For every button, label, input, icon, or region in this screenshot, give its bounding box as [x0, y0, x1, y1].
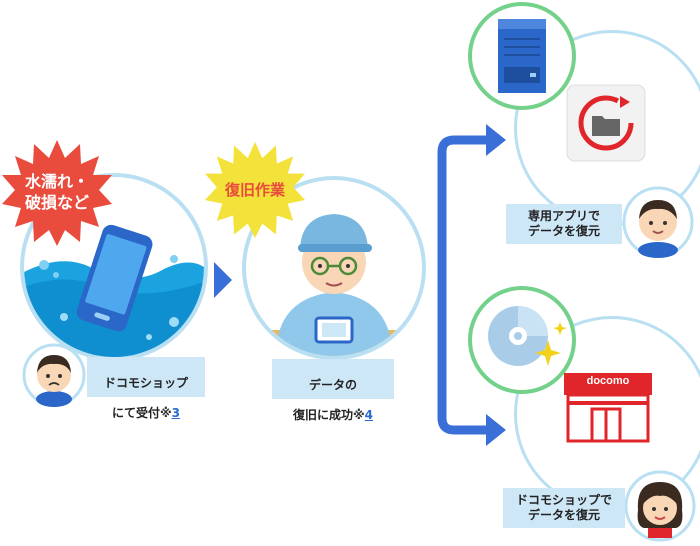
damage-badge-text: 水濡れ・ 破損など	[24, 172, 89, 212]
damage-label-line2-wrap: にて受付※3	[87, 406, 205, 421]
repair-label-line1: データの	[308, 378, 357, 392]
cd-disc-icon	[488, 306, 567, 366]
damage-label-line2: にて受付	[111, 406, 160, 420]
repair-circle	[242, 176, 426, 360]
damage-label: ドコモショップ にて受付※3	[87, 357, 205, 420]
repair-label-line2: 復旧に成功	[292, 408, 353, 422]
repair-label: データの 復旧に成功※4	[272, 359, 394, 422]
user-face-icon	[622, 186, 694, 258]
repair-badge-text: 復旧作業	[224, 181, 285, 199]
step-arrow	[214, 262, 232, 298]
damage-label-line1: ドコモショップ	[103, 376, 188, 390]
damage-note-mark: ※	[159, 406, 172, 420]
repair-burst-badge	[205, 141, 305, 239]
sad-face-icon	[22, 343, 86, 407]
smartphone-icon	[76, 224, 153, 332]
server-icon	[498, 19, 546, 93]
shop-restore-label: ドコモショップで データを復元	[503, 488, 625, 528]
branch-arrow	[437, 124, 506, 446]
damage-burst-badge	[2, 140, 112, 246]
restore-folder-app-icon[interactable]	[566, 84, 646, 162]
staff-face-icon	[624, 470, 696, 542]
docomo-shop-icon	[564, 373, 652, 443]
repair-label-line2-wrap: 復旧に成功※4	[272, 408, 394, 423]
app-restore-label: 専用アプリで データを復元	[506, 204, 622, 244]
damage-note-link[interactable]: 3	[171, 406, 181, 420]
repair-note-mark: ※	[352, 408, 365, 422]
docomo-logo-text: docomo	[586, 375, 630, 387]
repair-note-link[interactable]: 4	[364, 408, 374, 422]
